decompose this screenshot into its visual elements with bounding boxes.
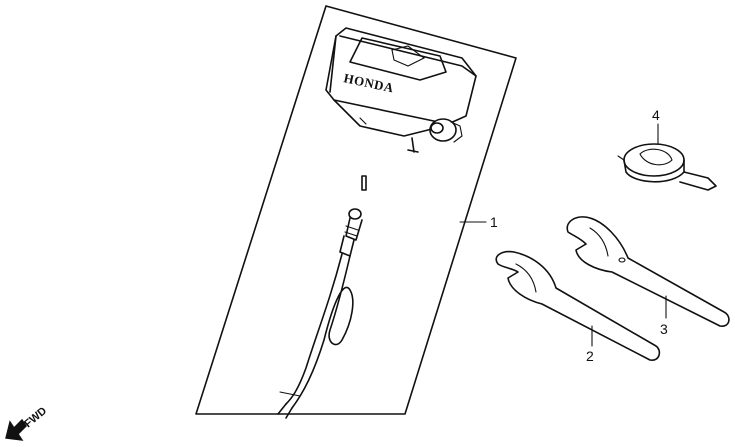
part-3-spanner bbox=[566, 216, 730, 327]
callout-label-3: 3 bbox=[660, 321, 668, 337]
meter-housing: HONDA bbox=[325, 27, 477, 153]
callout-label-4: 4 bbox=[652, 107, 660, 123]
callout-label-2: 2 bbox=[586, 348, 594, 364]
cable-fitting bbox=[339, 208, 363, 257]
fwd-direction-label: FWD bbox=[22, 405, 49, 430]
callout-label-1: 1 bbox=[490, 214, 498, 230]
part-4-cap bbox=[617, 143, 717, 191]
fwd-arrow-icon bbox=[5, 418, 27, 441]
part-1-panel bbox=[195, 5, 517, 415]
part-2-spanner bbox=[495, 250, 661, 361]
fwd-indicator: FWD bbox=[5, 405, 49, 441]
meter-cable bbox=[277, 253, 354, 419]
small-pin bbox=[361, 175, 367, 191]
